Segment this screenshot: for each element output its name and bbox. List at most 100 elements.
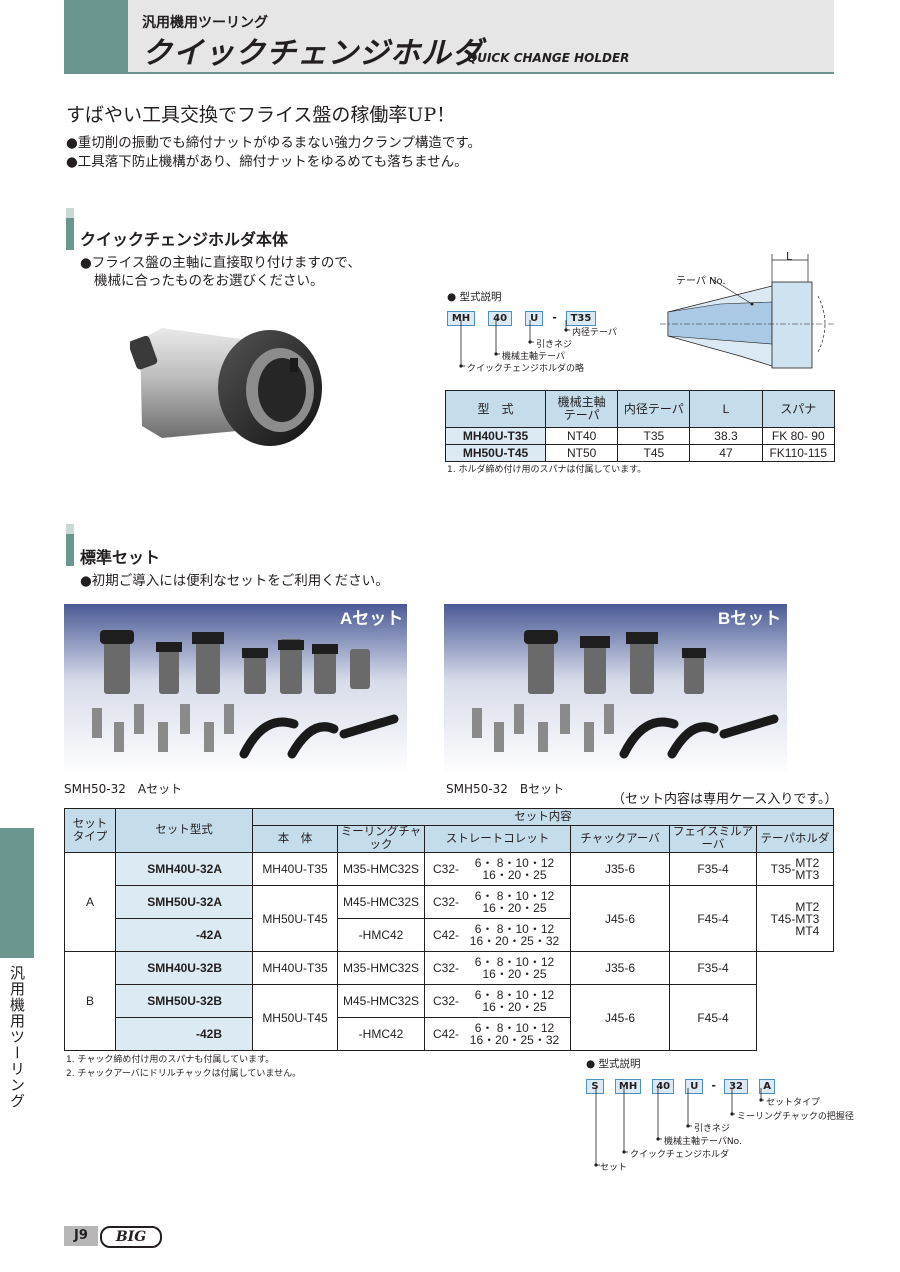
- cell-arbor: J35-6: [570, 852, 670, 886]
- table-row: B SMH40U-32B MH40U-T35 M35-HMC32S C32- 6…: [64, 951, 834, 1051]
- diagram-taper-label: テーパ No.: [676, 276, 726, 287]
- cell-spanner: FK 80- 90: [761, 427, 836, 445]
- taper-sizes: MT2 MT3: [795, 856, 820, 882]
- cell-set-model: -42A: [115, 918, 253, 952]
- th-taper-holder: テーパホルダ: [756, 825, 834, 853]
- section-marker: [66, 218, 74, 250]
- cell-set-model: SMH50U-32A: [115, 885, 253, 919]
- collet-sizes-line2: 16・20・25・32: [469, 1033, 560, 1047]
- cell-collet-prefix: C32-: [424, 984, 459, 1018]
- section-marker-top: [66, 208, 74, 218]
- set-model-legend-lines: [594, 1088, 764, 1167]
- header-rule: [64, 72, 834, 74]
- big-logo: BIG: [100, 1226, 162, 1248]
- th-chuck-arbor: チャックアーバ: [570, 825, 670, 853]
- th-length: L: [689, 390, 763, 428]
- cell-spanner: FK110-115: [761, 444, 836, 462]
- code-dash: -: [552, 311, 557, 324]
- cell-empty: [756, 951, 834, 1051]
- cell-facemill: F35-4: [669, 951, 757, 985]
- th-body: 本 体: [252, 825, 338, 853]
- cell-body: MH50U-T45: [252, 984, 338, 1051]
- header-band: [128, 0, 834, 72]
- legend-pull-thread: 引きネジ: [536, 340, 573, 350]
- cell-taper: T35: [617, 427, 691, 445]
- photo-a-caption: SMH50-32 Aセット: [64, 782, 183, 796]
- cell-chuck: M45-HMC32S: [337, 885, 425, 919]
- cell-chuck: -HMC42: [337, 918, 425, 952]
- intro-bullet-1: ●重切削の振動でも締付ナットがゆるまない強力クランプ構造です。: [66, 135, 482, 151]
- table-row: A SMH40U-32A MH40U-T35 M35-HMC32S C32- 6…: [64, 852, 834, 952]
- model-explanation-title: ● 型式説明: [447, 291, 502, 303]
- lead-text: すばやい工具交換でフライス盤の稼働率UP！: [66, 104, 456, 126]
- legend-inner-taper: 内径テーパ: [572, 328, 617, 338]
- legend-spindle-taper-no: 機械主軸テーパNo.: [664, 1137, 742, 1147]
- page-number: J9: [64, 1226, 98, 1246]
- collet-sizes-line2: 16・20・25: [482, 901, 547, 915]
- cell-type-a: A: [64, 852, 116, 952]
- legend-chuck-grip: ミーリングチャックの把握径: [737, 1112, 854, 1122]
- taper-prefix: T45-: [770, 911, 796, 926]
- cell-set-model: SMH50U-32B: [115, 984, 253, 1018]
- cell-taper-holder: T45-MT2 MT3 MT4: [756, 885, 834, 952]
- taper-sizes: MT2 MT3 MT4: [795, 899, 820, 938]
- collet-sizes-line2: 16・20・25・32: [469, 934, 560, 948]
- cell-model: MH40U-T35: [444, 427, 547, 445]
- taper-prefix: T35-: [770, 862, 796, 876]
- cell-type-b: B: [64, 951, 116, 1051]
- cell-chuck: M35-HMC32S: [337, 852, 425, 886]
- table-note-2: 2. チャックアーバにドリルチャックは付属していません。: [66, 1069, 302, 1079]
- page-title: クイックチェンジホルダ: [142, 36, 483, 71]
- cell-collet-prefix: C32-: [424, 951, 459, 985]
- cell-spindle: NT40: [545, 427, 619, 445]
- cell-collet-prefix: C42-: [424, 1017, 459, 1051]
- table-note-1: 1. チャック締め付け用のスパナも付属しています。: [66, 1055, 275, 1065]
- section1-bullet-line2: 機械に合ったものをお選びください。: [94, 273, 324, 289]
- section-marker: [66, 534, 74, 566]
- cell-taper-holder: T35-MT2 MT3: [756, 852, 834, 886]
- photo-b-caption: SMH50-32 Bセット: [446, 782, 565, 796]
- cell-collet-prefix: C32-: [424, 852, 459, 886]
- table-note: 1. ホルダ締め付け用のスパナは付属しています。: [447, 465, 647, 475]
- code-dash: -: [711, 1079, 716, 1092]
- table-row: SMH50U-32B MH50U-T45 M45-HMC32S C32- 6・ …: [65, 984, 834, 1051]
- th-model: 型 式: [444, 390, 547, 428]
- collet-sizes-line2: 16・20・25: [482, 1000, 547, 1014]
- code-t35: T35: [565, 311, 596, 326]
- cell-chuck: M35-HMC32S: [337, 951, 425, 985]
- th-set-contents: セット内容: [252, 808, 834, 826]
- collet-sizes-line1: 6・ 8・10・12: [474, 889, 555, 903]
- header-accent-block: [64, 0, 128, 72]
- th-milling-chuck: ミーリングチャック: [337, 825, 425, 853]
- collet-sizes-line2: 16・20・25: [482, 967, 547, 981]
- model-explanation-title-2: ● 型式説明: [586, 1058, 641, 1070]
- sidebar-label: 汎用機用ツーリング: [8, 965, 26, 1109]
- sidebar-tab: [0, 828, 34, 958]
- collet-sizes-line1: 6・ 8・10・12: [474, 955, 555, 969]
- code-a: A: [759, 1079, 776, 1094]
- cell-body: MH50U-T45: [252, 885, 338, 952]
- section-marker-top: [66, 524, 74, 534]
- cell-taper: T45: [617, 444, 691, 462]
- section1-bullet-line1: ●フライス盤の主軸に直接取り付けますので、: [80, 255, 361, 271]
- th-set-model: セット型式: [115, 808, 253, 853]
- collet-sizes-line1: 6・ 8・10・12: [474, 856, 555, 870]
- legend-set-type: セットタイプ: [766, 1098, 821, 1108]
- th-spindle-taper: 機械主軸 テーパ: [545, 390, 619, 428]
- section2-bullet: ●初期ご導入には便利なセットをご利用ください。: [80, 573, 389, 589]
- section-title-sets: 標準セット: [80, 548, 161, 567]
- cell-set-model: -42B: [115, 1017, 253, 1051]
- photo-a-label: Aセット: [340, 609, 403, 628]
- th-straight-collet: ストレートコレット: [424, 825, 571, 853]
- legend-set: セット: [600, 1163, 628, 1173]
- set-b-photo: Bセット: [444, 604, 787, 776]
- th-set-type: セット タイプ: [64, 808, 116, 853]
- cell-body: MH40U-T35: [252, 951, 338, 985]
- holder-photo: [130, 328, 322, 446]
- page-title-en: QUICK CHANGE HOLDER: [467, 51, 630, 65]
- photo-b-label: Bセット: [718, 609, 781, 628]
